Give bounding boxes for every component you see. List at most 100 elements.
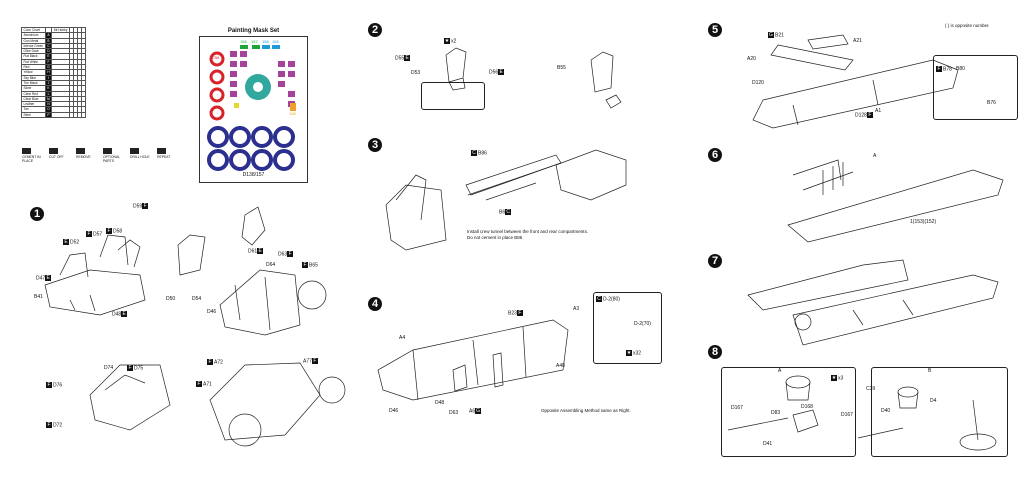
tag-a3: A3 [573,306,580,312]
color-chart-cell: Clear Blue [21,95,46,103]
step-7-marker: 7 [708,254,722,268]
tag-d168: D168 [801,404,813,410]
color-chart-cell: Tire Black [21,79,46,87]
mask-title: Painting Mask Set [227,28,280,34]
tag-d54: D54 [192,296,202,302]
tag-a1: A1 [875,108,882,114]
step-6-drawing [787,159,1004,243]
step-2-drawing [445,47,622,109]
mask-code: D138/157 [242,172,265,178]
step-3-marker: 3 [368,138,382,152]
step-2-detail-frame [421,82,485,110]
symbol-cutoff: CUT OFF [49,148,71,159]
step-7-drawing [747,259,999,346]
tag-b41: B41 [34,294,43,300]
tag-d50: D50 [166,296,176,302]
step-5-detail-frame [933,55,1018,120]
symbol-label-0: CEMENT IN PLACE [22,155,41,163]
color-chart-cell: P [44,111,53,119]
symbol-label-4: DRILL HOLE [130,155,150,159]
mask-panel: Painting Mask Set [199,28,308,183]
color-chart-title: Color Chart [21,26,46,34]
color-chart-cell: Gun Metal [21,37,46,44]
step-4-marker: 4 [368,297,382,311]
step-8-frame-b [871,367,1008,457]
tag-d41: D41 [763,441,773,447]
mask-label-0: C56 [212,55,220,60]
tag-d48b: D48 [435,400,445,406]
symbol-label-2: REMOVE [76,155,91,159]
remove-icon [76,148,85,154]
symbol-legend: CEMENT IN PLACE CUT OFF REMOVE OPTIONAL … [22,148,172,180]
symbol-label-1: CUT OFF [49,155,64,159]
tag-a21: A21 [853,38,862,44]
color-chart-cell [80,111,86,119]
tag-b55: B55 [557,65,566,71]
tag-b23: B23F [508,310,523,317]
tag-c39: C39 [866,386,876,392]
color-chart-cell [51,111,70,119]
color-chart-cell: Olive Drab [21,48,46,55]
drill-icon [130,148,139,154]
symbol-repeat: REPEAT [157,148,179,159]
step-8-marker: 8 [708,345,722,359]
tag-d64: D64 [266,262,276,268]
tag-d55: D55E [395,55,411,62]
tag-d270: D-2(70) [634,321,651,327]
color-chart-cell: Flat Black [21,53,46,60]
tag-d167b: D167 [841,412,853,418]
tag-x3: ★x3 [831,375,844,382]
cut-off-icon [49,148,58,154]
optional-icon [103,148,112,154]
tag-d167: D167 [731,405,743,411]
tag-d63: D63F [278,251,294,258]
note-step4: Opposite Assembling Method same as Right… [541,408,631,413]
tag-b80: B80 [956,66,965,72]
tag-b6: B6C [499,209,512,216]
symbol-drill: DRILL HOLE [130,148,152,159]
tag-d40: D40 [881,408,891,414]
color-chart-cell: Flat White [21,58,46,66]
tag-x2: ★x2 [444,38,457,45]
mask-label-1: 156 [240,39,247,44]
color-chart-cell: Aluminium [21,32,46,39]
symbol-optional: OPTIONAL PARTS [103,148,125,163]
step-4-drawing [377,319,569,401]
mask-shapes [207,45,296,171]
tag-d120: D120 [752,80,764,86]
tag-d53: D53 [411,70,421,76]
tag-frame-a: A [778,368,782,374]
mask-label-4: 155 [272,39,279,44]
tag-a40: A40 [556,363,565,369]
step-8-drawing [727,375,997,451]
mask-label-5: 159 [255,73,262,78]
step-5-drawing [752,34,959,129]
symbol-cement: CEMENT IN PLACE [22,148,44,163]
color-chart-cell: Clear Red [21,90,46,97]
note-step3-line2: Do not cement in place B86 [467,235,523,240]
tag-frame-b: B [928,368,932,374]
step-1-drawing [44,206,346,447]
tag-d74: D74 [104,365,114,371]
tag-b76: B76 [987,100,996,106]
color-chart-cell: Sky Blue [21,74,46,81]
tag-d63b: D63 [449,410,459,416]
tag-a6-p3: A [873,153,877,159]
tag-d128: D128F [855,112,873,119]
note-step3-line1: Install crew tunnel between the front an… [467,229,589,234]
tag-d46: D46 [207,309,217,315]
color-chart-cell: Steel [21,111,46,119]
step-6-marker: 6 [708,148,722,162]
mask-label-2: 157 [251,39,258,44]
